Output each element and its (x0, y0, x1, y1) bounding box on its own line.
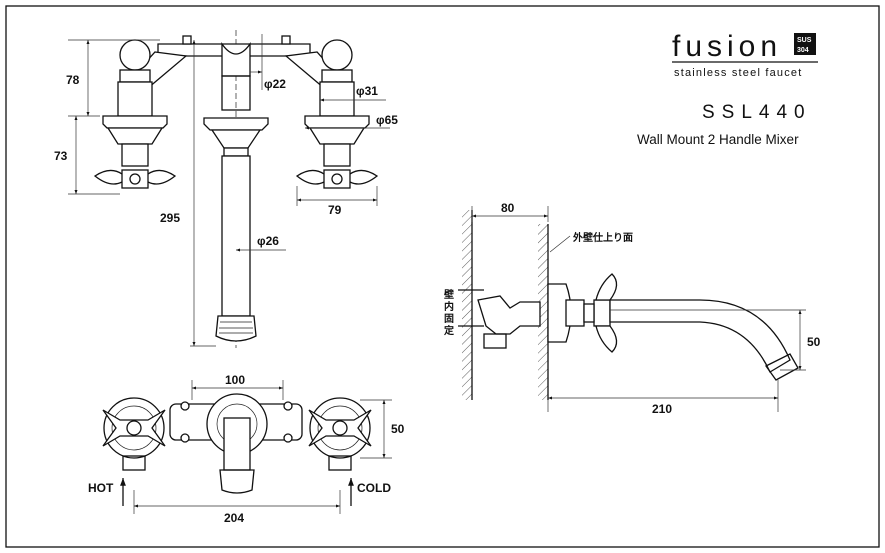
drawing-border (5, 5, 880, 548)
wall-fix-label-1: 壁 (444, 288, 454, 301)
brand-tagline: stainless steel faucet (674, 67, 803, 79)
side-handle-hub (593, 299, 611, 327)
top-knob-left (119, 39, 151, 71)
finished-wall-label: 外壁仕上り面 (572, 231, 633, 244)
plate-bolt-2 (180, 433, 190, 443)
flange-left (102, 115, 168, 129)
top-view: 100 50 204 HOT COLD (88, 373, 405, 525)
side-handle-stem (583, 303, 595, 323)
aerator-ribs (219, 321, 253, 334)
rosette-left-inner (111, 405, 157, 451)
plate-bolt-4 (283, 433, 293, 443)
rosette-right-inner (317, 405, 363, 451)
flange-right (304, 115, 370, 129)
body-screw-right (281, 35, 291, 45)
spout-flange (203, 117, 269, 131)
side-spout-aerator (765, 353, 799, 381)
sus-badge-bottom: 304 (797, 47, 809, 54)
dim-wall-offset-label: 80 (501, 201, 515, 215)
product-description: Wall Mount 2 Handle Mixer (637, 132, 799, 147)
top-hub-right (332, 420, 348, 436)
inlet-thread-cold (328, 455, 352, 471)
spout-pipe (221, 155, 251, 317)
dim-base-height-label: 73 (54, 149, 68, 163)
dim-upper-height-label: 78 (66, 73, 80, 87)
inner-wall-hatch (462, 210, 472, 400)
bell-left (106, 127, 164, 145)
dim-center-spacing-label: 100 (225, 373, 245, 387)
bell-right (308, 127, 366, 145)
top-knob-right (321, 39, 353, 71)
spout-top-aerator (219, 469, 255, 494)
center-neck (221, 41, 251, 77)
dim-total-height-label: 295 (160, 211, 180, 225)
dim-body-dia-label: φ22 (264, 77, 286, 91)
dim-handle-width-label: 79 (328, 203, 342, 217)
side-valve-body (565, 299, 585, 327)
valve-cap-left (119, 69, 151, 83)
plate-bolt-3 (283, 401, 293, 411)
finished-wall-leader (549, 235, 571, 253)
wall-fix-label-4: 定 (444, 324, 454, 337)
plate-bolt-1 (180, 401, 190, 411)
cold-label: COLD (357, 481, 391, 495)
valve-stem-left (117, 81, 153, 117)
outer-wall-hatch (538, 224, 548, 400)
dim-spout-dia-label: φ26 (257, 234, 279, 248)
front-view: 78 73 295 φ22 φ31 φ65 79 φ26 (54, 30, 398, 348)
sus-badge-top: SUS (797, 37, 812, 44)
model-number: SSL440 (702, 102, 812, 123)
valve-stem-right (319, 81, 355, 117)
neck-right (323, 143, 351, 167)
dim-top-depth-label: 50 (391, 422, 405, 436)
sus-badge (794, 33, 816, 55)
brand-name: fusion (672, 30, 782, 63)
spout-aerator (215, 315, 257, 342)
side-spout (609, 299, 791, 373)
hot-label: HOT (88, 481, 114, 495)
dim-flange-dia-label: φ65 (376, 113, 398, 127)
brand-block: fusion SUS 304 stainless steel faucet SS… (637, 30, 818, 147)
wall-fix-label-2: 内 (444, 300, 454, 313)
handle-index-left (129, 173, 141, 185)
dim-spout-drop-label: 50 (807, 335, 821, 349)
neck-left (121, 143, 149, 167)
handle-index-right (331, 173, 343, 185)
center-thread (221, 75, 251, 111)
inwall-inlet-thread (483, 333, 507, 349)
spout-top (223, 417, 251, 471)
top-hub-left (126, 420, 142, 436)
inlet-thread-hot (122, 455, 146, 471)
inwall-body (477, 295, 541, 335)
spout-collar (223, 147, 249, 157)
wall-fix-label-3: 固 (444, 313, 454, 325)
dim-overall-width-label: 204 (224, 511, 244, 525)
side-view: 80 外壁仕上り面 壁 内 固 定 50 210 (444, 201, 821, 416)
dim-stem-dia-label: φ31 (356, 84, 378, 98)
side-handle-arm-bottom (595, 325, 618, 353)
valve-cap-right (321, 69, 353, 83)
spout-bell (210, 129, 262, 149)
body-screw-left (182, 35, 192, 45)
dim-spout-reach-label: 210 (652, 402, 672, 416)
side-handle-arm-top (595, 273, 618, 301)
